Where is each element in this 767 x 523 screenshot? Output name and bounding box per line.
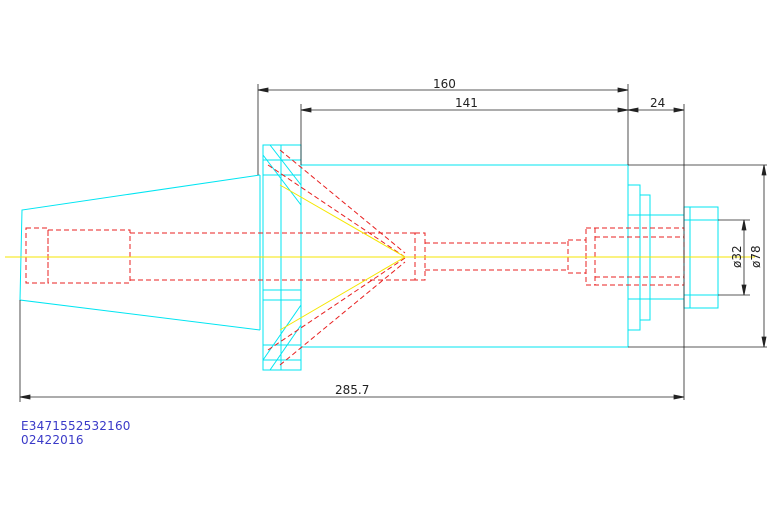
arrow-dia32-top — [741, 219, 747, 231]
groove-diag-2 — [262, 154, 302, 206]
arrow-dia32-bottom — [741, 284, 747, 296]
cone-centerline-bottom — [279, 256, 406, 331]
groove-diag-3 — [269, 324, 302, 371]
part-number: E3471552532160 — [21, 419, 131, 433]
arrow-160-left — [257, 87, 269, 93]
hidden-cone-upper-2 — [267, 164, 406, 258]
part-date-code: 02422016 — [21, 433, 84, 447]
dimension-lines — [19, 84, 767, 402]
arrow-24-right — [673, 107, 685, 113]
groove-diag-1 — [269, 144, 302, 186]
arrow-24-left — [627, 107, 639, 113]
hidden-bore-mouth — [25, 227, 49, 284]
arrow-285-right — [673, 394, 685, 400]
centerlines — [5, 184, 755, 331]
hidden-cone-upper-1 — [279, 149, 406, 254]
cone-centerline-top — [279, 184, 406, 258]
dim-label-141: 141 — [455, 96, 478, 110]
arrow-141-right — [617, 107, 629, 113]
arrow-dia78-top — [761, 164, 767, 176]
dim-label-dia-32: ø32 — [730, 245, 744, 268]
drawing-canvas: 160 141 24 285.7 ø32 ø78 — [5, 77, 767, 402]
arrow-285-left — [19, 394, 31, 400]
arrow-141-left — [300, 107, 312, 113]
arrow-160-right — [617, 87, 629, 93]
part-code-block: E3471552532160 02422016 — [21, 419, 131, 447]
dim-label-24: 24 — [650, 96, 665, 110]
dim-label-160: 160 — [433, 77, 456, 91]
body-cylinder — [300, 164, 629, 348]
hidden-cone-lower-2 — [267, 257, 406, 351]
hidden-cone-lower-1 — [279, 261, 406, 366]
taper-shank-outline — [19, 174, 261, 331]
dim-label-dia-78: ø78 — [749, 245, 763, 268]
groove-diag-4 — [262, 304, 302, 361]
dim-label-285-7: 285.7 — [335, 383, 369, 397]
arrow-dia78-bottom — [761, 336, 767, 348]
technical-drawing: 160 141 24 285.7 ø32 ø78 — [5, 77, 767, 402]
